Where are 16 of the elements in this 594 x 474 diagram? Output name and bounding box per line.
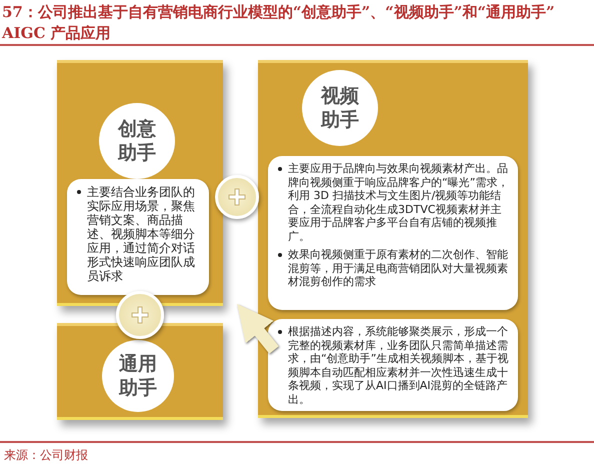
bullet-text: 主要结合业务团队的实际应用场景，聚焦营销文案、商品描述、视频脚本等细分应用，通过简介对话形式快速响应团队成员诉求 [87,185,195,283]
figure-title: 57：公司推出基于自有营销电商行业模型的“创意助手”、“视频助手”和“通用助手” AIGC 产品应用 [2,2,556,44]
description-card [268,156,518,310]
description-card [67,179,209,295]
bullet-text: 主要应用于品牌向与效果向视频素材产出。品牌向视频侧重于响应品牌客户的“曝光”需求，利用 3D 扫描技术与文生图片/视频等功能结合，全流程自动化生成3DTVC视频素材并主要应用于品牌客户多平台自有店铺的视频推广。 [288,162,508,242]
assistant-panel [57,323,223,420]
assistant-name: 创意助手 [117,117,157,165]
assistant-panel [258,60,528,418]
description-card [268,319,518,411]
bullet-text: 根据描述内容，系统能够聚类展示，形成一个完整的视频素材库，业务团队只需简单描述需求，由“创意助手”生成相关视频脚本，基于视频脚本自动匹配相应素材并一次性迅速生成十条视频，实现了从AI口播到AI混剪的全链路产出。 [288,325,508,406]
assistant-panel [57,60,223,306]
bullet-text: 效果向视频侧重于原有素材的二次创作、智能混剪等，用于满足电商营销团队对大量视频素材混剪创作的需求 [288,248,508,288]
assistant-name: 通用助手 [118,352,158,400]
source-note: 来源：公司财报 [4,447,88,464]
block-arrow [237,304,279,354]
assistant-name: 视频助手 [320,84,360,132]
